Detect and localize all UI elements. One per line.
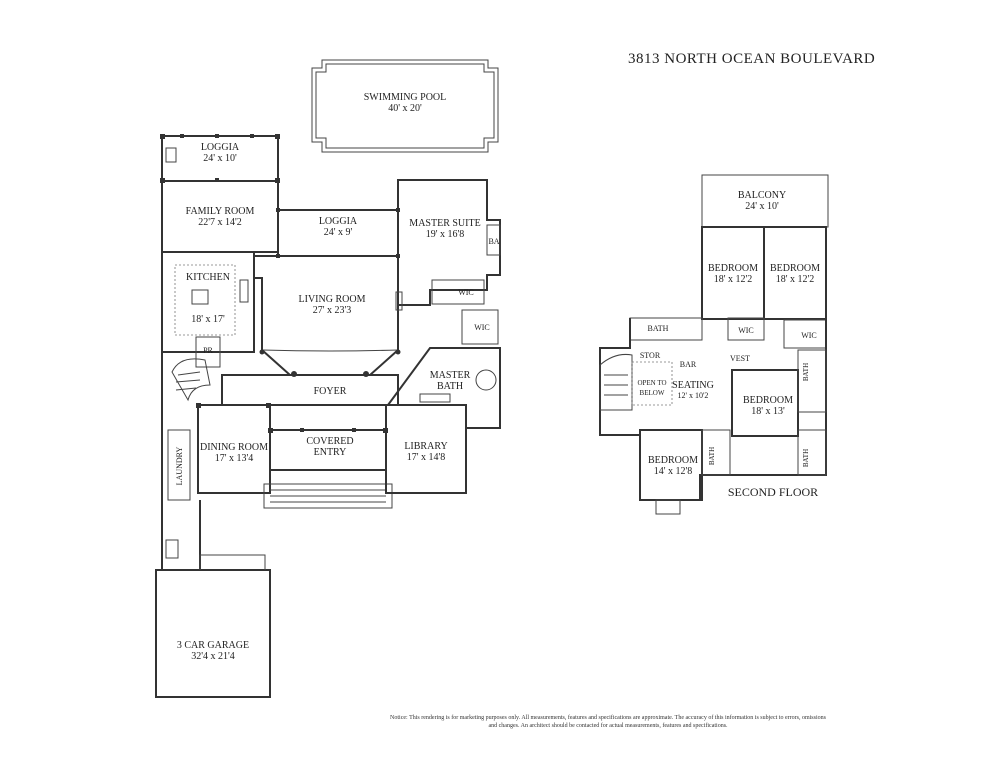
label-bath-upper: BATH (648, 324, 669, 333)
label-wic-upper-1: WIC (738, 326, 754, 335)
label-stor: STOR (640, 351, 661, 360)
wic-1 (431, 279, 485, 305)
second-floor-walls (599, 318, 827, 501)
room-name-dining: DINING ROOM (200, 442, 268, 453)
room-name-loggia-2: LOGGIA (319, 216, 358, 227)
label-covered-2: ENTRY (314, 447, 347, 458)
room-dims-living: 27' x 23'3 (313, 305, 352, 316)
label-pr: PR (203, 346, 213, 355)
room-name-seating: SEATING (672, 380, 714, 391)
master-suite (397, 179, 501, 306)
label-bath-v3: BATH (708, 447, 716, 465)
room-name-loggia-1: LOGGIA (201, 142, 240, 153)
room-dims-bedroom-2: 18' x 12'2 (776, 274, 815, 285)
foyer (221, 374, 399, 406)
room-name-master-suite: MASTER SUITE (409, 218, 480, 229)
room-dims-balcony: 24' x 10' (745, 201, 779, 212)
wic-2 (461, 309, 499, 345)
room-name-bedroom-1: BEDROOM (708, 263, 758, 274)
swimming-pool (311, 59, 499, 153)
room-name-bedroom-2: BEDROOM (770, 263, 820, 274)
label-wic-upper-2: WIC (801, 331, 817, 340)
room-name-living: LIVING ROOM (299, 294, 366, 305)
first-floor: SWIMMING POOL 40' x 20' LOGGIA 24' x 10'… (155, 59, 501, 698)
room-name-garage: 3 CAR GARAGE (177, 640, 249, 651)
stair-upper (599, 354, 633, 411)
room-name-foyer: FOYER (314, 386, 347, 397)
room-dims-library: 17' x 14'8 (407, 452, 446, 463)
room-name-pool: SWIMMING POOL (364, 92, 447, 103)
label-bath-v1: BATH (802, 363, 810, 381)
room-dims-pool: 40' x 20' (388, 103, 422, 114)
room-dims-bedroom-3: 18' x 13' (751, 406, 785, 417)
entry-steps (263, 483, 393, 509)
second-floor: BALCONY 24' x 10' BEDROOM 18' x 12'2 BED… (599, 174, 829, 515)
label-covered-1: COVERED (306, 436, 353, 447)
garage (155, 569, 271, 698)
bath-middle (701, 429, 731, 476)
bath-right-lower (797, 429, 827, 476)
room-dims-seating: 12' x 10'2 (678, 391, 709, 400)
room-name-bedroom-4: BEDROOM (648, 455, 698, 466)
bath-right-upper (797, 349, 827, 413)
label-open-1: OPEN TO (637, 379, 666, 387)
label-bar: BAR (680, 360, 697, 369)
room-dims-garage: 32'4 x 21'4 (191, 651, 235, 662)
label-ba: BA (488, 237, 499, 246)
room-name-bedroom-3: BEDROOM (743, 395, 793, 406)
room-name-library: LIBRARY (404, 441, 447, 452)
room-name-family: FAMILY ROOM (186, 206, 255, 217)
label-wic-2: WIC (474, 323, 490, 332)
plan-title: 3813 NORTH OCEAN BOULEVARD (628, 51, 875, 67)
wic-upper-1 (727, 317, 765, 341)
disclaimer-notice: Notice: This rendering is for marketing … (390, 715, 826, 729)
room-dims-loggia-2: 24' x 9' (324, 227, 353, 238)
room-dims-bedroom-1: 18' x 12'2 (714, 274, 753, 285)
open-to-below (631, 361, 673, 406)
room-dims-family: 22'7 x 14'2 (198, 217, 242, 228)
label-bath-v2: BATH (802, 449, 810, 467)
label-open-2: BELOW (640, 389, 665, 397)
room-dims-kitchen: 18' x 17' (191, 314, 225, 325)
room-dims-loggia-1: 24' x 10' (203, 153, 237, 164)
label-master-bath-2: BATH (437, 381, 463, 392)
label-vest: VEST (730, 354, 750, 363)
kitchen (161, 251, 255, 353)
second-floor-label: SECOND FLOOR (728, 485, 818, 499)
label-master-bath-1: MASTER (430, 370, 471, 381)
room-dims-bedroom-4: 14' x 12'8 (654, 466, 693, 477)
room-dims-master-suite: 19' x 16'8 (426, 229, 465, 240)
room-dims-dining: 17' x 13'4 (215, 453, 254, 464)
room-name-balcony: BALCONY (738, 190, 786, 201)
bedroom-2 (763, 226, 827, 320)
library (385, 404, 467, 494)
laundry (167, 429, 191, 501)
room-name-kitchen: KITCHEN (186, 272, 230, 283)
spiral-stair (171, 358, 211, 402)
powder-room (195, 336, 221, 368)
label-wic-1: WIC (458, 288, 474, 297)
label-laundry: LAUNDRY (175, 446, 184, 485)
